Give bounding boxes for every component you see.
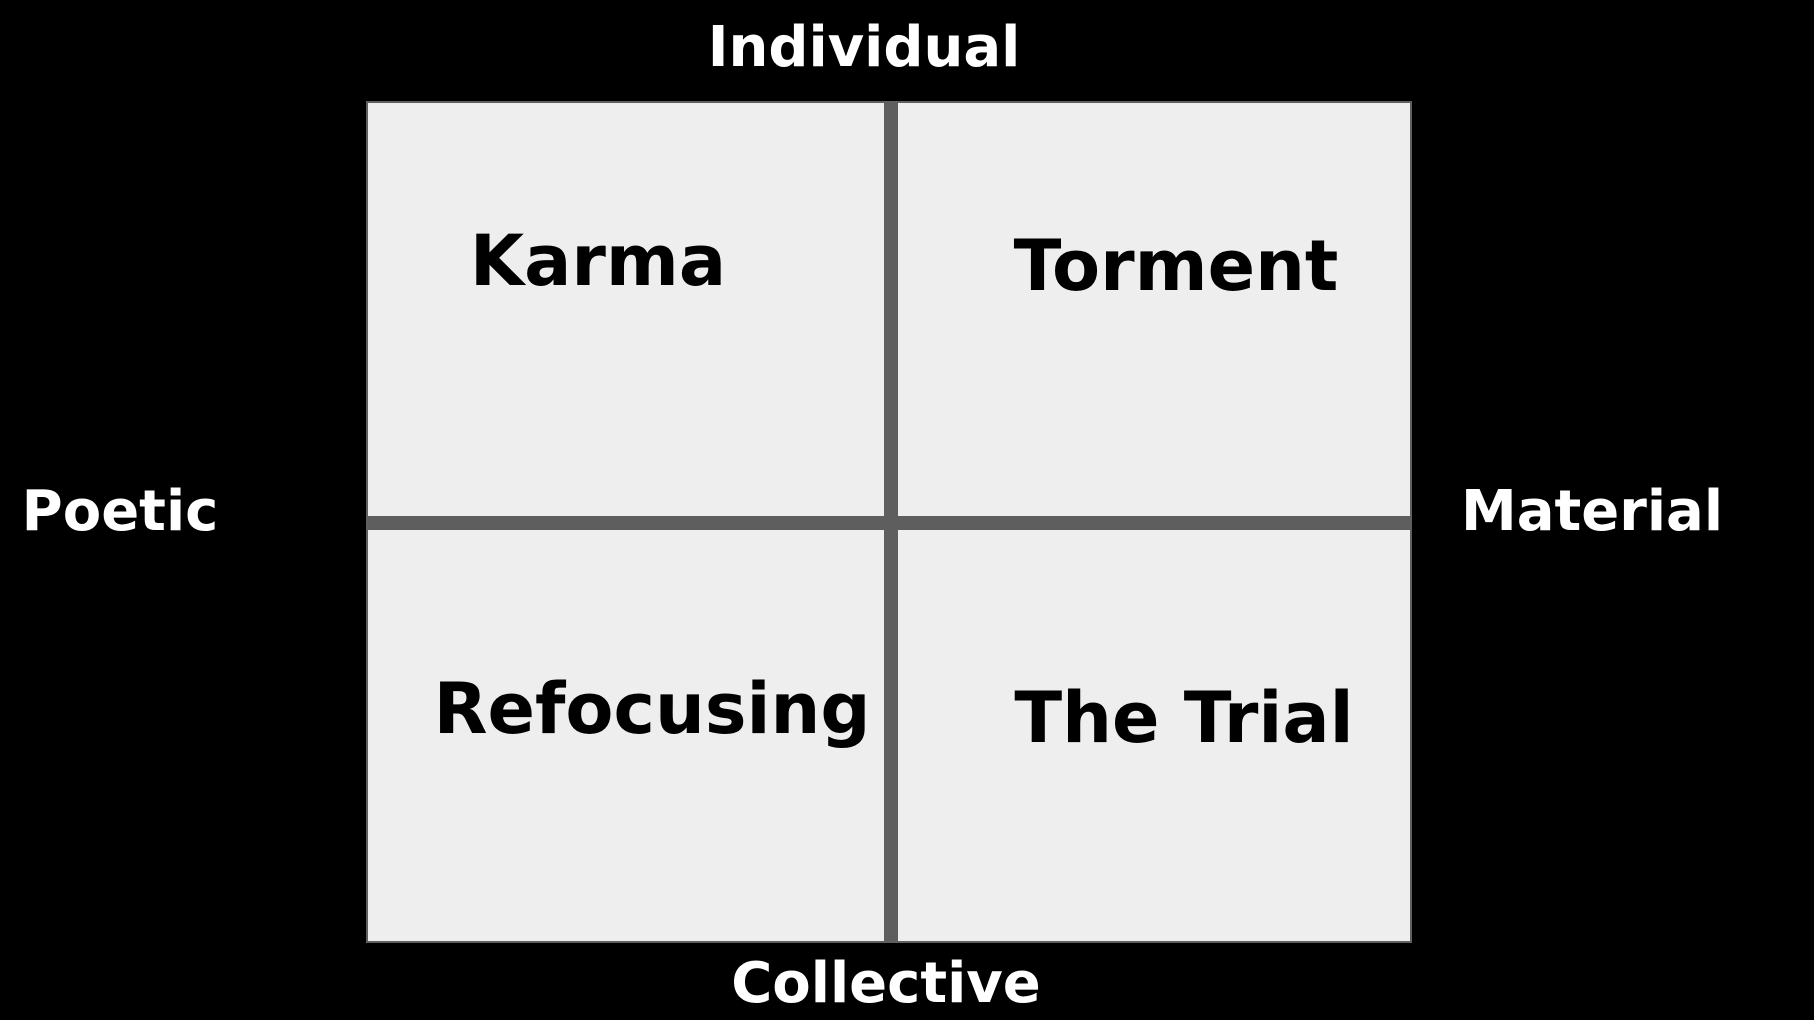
quadrant-label-the-trial: The Trial	[1014, 677, 1354, 759]
horizontal-divider	[368, 516, 1410, 530]
axis-label-individual: Individual	[707, 15, 1021, 80]
quadrant-label-torment: Torment	[1013, 225, 1339, 307]
axis-label-material: Material	[1460, 479, 1724, 544]
quadrant-label-refocusing: Refocusing	[433, 668, 871, 750]
quadrant-grid: Karma Torment Refocusing The Trial	[366, 101, 1412, 943]
axis-label-collective: Collective	[731, 951, 1041, 1016]
quadrant-label-karma: Karma	[469, 220, 727, 302]
axis-label-poetic: Poetic	[21, 479, 219, 544]
